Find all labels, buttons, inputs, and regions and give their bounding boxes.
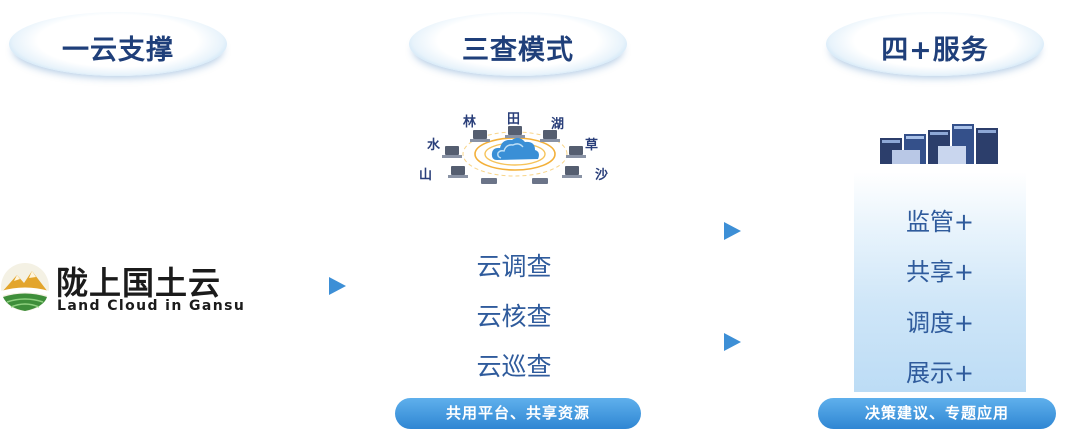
- node-label-mountain: 山: [419, 168, 433, 183]
- logo-chinese-name: 陇上国土云: [56, 264, 222, 302]
- check-modes-oval: 云调查 云核查 云巡查: [433, 195, 595, 413]
- land-cloud-logo: 陇上国土云 Land Cloud in Gansu: [0, 258, 244, 318]
- service-supervision: 监管+: [905, 208, 975, 236]
- service-sharing: 共享+: [905, 258, 975, 286]
- arrow-right-icon: [329, 277, 346, 295]
- server-rack-icon: [880, 124, 998, 164]
- mode-cloud-verify: 云核查: [476, 302, 552, 331]
- node-label-sand: 沙: [595, 168, 609, 183]
- node-label-water: 水: [427, 138, 441, 153]
- decision-banner: 决策建议、专题应用: [818, 398, 1056, 429]
- mode-cloud-survey: 云调查: [476, 252, 552, 281]
- header-pill-four-services: 四+服务: [826, 12, 1044, 76]
- logo-english-name: Land Cloud in Gansu: [57, 298, 246, 314]
- header-title-four-services: 四+服务: [881, 35, 989, 66]
- header-title-cloud-support: 一云支撑: [62, 35, 174, 66]
- terminal-devices: [442, 126, 586, 184]
- services-panel: 监管+ 共享+ 调度+ 展示+: [854, 172, 1026, 392]
- service-dispatch: 调度+: [905, 309, 975, 337]
- header-title-three-checks: 三查模式: [462, 35, 574, 66]
- cloud-network-diagram: 林 田 湖 草 水 山 沙: [415, 108, 615, 193]
- header-pill-three-checks: 三查模式: [409, 12, 627, 76]
- mountain-field-icon: [1, 263, 49, 311]
- arrow-right-icon: [724, 333, 741, 351]
- node-label-forest: 林: [463, 115, 477, 130]
- node-label-lake: 湖: [551, 117, 565, 132]
- mode-cloud-patrol: 云巡查: [476, 352, 552, 381]
- shared-platform-banner: 共用平台、共享资源: [395, 398, 641, 429]
- service-display: 展示+: [905, 359, 975, 387]
- node-label-field: 田: [507, 112, 521, 127]
- header-pill-cloud-support: 一云支撑: [9, 12, 227, 76]
- arrow-right-icon: [724, 222, 741, 240]
- node-label-grass: 草: [585, 138, 599, 153]
